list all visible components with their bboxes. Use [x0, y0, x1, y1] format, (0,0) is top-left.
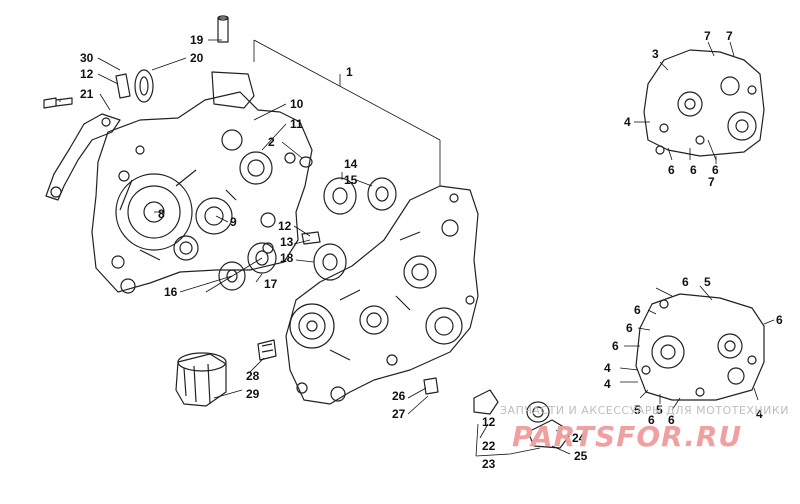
callout-12-upper-left: 12	[80, 67, 94, 81]
callout-24: 24	[572, 431, 586, 445]
dowel-pin	[217, 15, 229, 43]
callout-6-bottom-inset-5: 6	[648, 413, 655, 427]
callout-2: 2	[268, 135, 275, 149]
callout-6-bottom-inset-right: 6	[776, 313, 783, 327]
callout-19: 19	[190, 33, 204, 47]
callout-11: 11	[290, 117, 303, 131]
oil-filter	[175, 352, 227, 407]
callout-5-bottom-inset-2: 5	[656, 403, 663, 417]
inset-crankcase-bottom	[635, 293, 765, 401]
callout-18: 18	[280, 251, 294, 265]
callout-13: 13	[280, 235, 294, 249]
right-crankcase-half	[285, 185, 479, 405]
bearing-14	[323, 177, 357, 215]
watermark-tagline: ЗАПЧАСТИ И АКСЕССУАРЫ ДЛЯ МОТОТЕХНИКИ	[500, 404, 789, 417]
callout-6-bottom-inset-2: 6	[634, 303, 641, 317]
leader-lines	[59, 39, 775, 457]
bearing-17	[247, 242, 277, 274]
oil-seal	[134, 69, 154, 103]
callout-17: 17	[264, 277, 278, 291]
callout-6-top-inset-2: 6	[690, 163, 697, 177]
breather-fitting	[115, 73, 131, 99]
mounting-bracket	[45, 113, 121, 201]
locating-dowel	[299, 156, 313, 168]
callout-20: 20	[190, 51, 204, 65]
watermark-logo-text: PARTSFOR.RU	[512, 420, 743, 453]
bearing-15	[367, 177, 397, 211]
callout-7-top-inset-2: 7	[726, 29, 733, 43]
callout-5-bottom-inset-1: 5	[634, 403, 641, 417]
left-crankcase-half	[91, 71, 313, 294]
callout-29: 29	[246, 387, 260, 401]
bearing-18	[313, 243, 347, 281]
callout-4-bottom-inset-2: 4	[604, 377, 611, 391]
callout-15: 15	[344, 173, 358, 187]
inset-crankcase-top	[643, 49, 765, 157]
callout-22: 22	[482, 439, 496, 453]
callout-7-top-inset-3: 7	[708, 175, 715, 189]
callout-labels: 1 2 8 9 10 11 12 12 12 13 14 15 16 17 18…	[80, 29, 783, 471]
callout-12-lower: 12	[482, 415, 496, 429]
callout-28: 28	[246, 369, 260, 383]
callout-6-bottom-inset-3: 6	[626, 321, 633, 335]
callout-14: 14	[344, 157, 358, 171]
drain-plug	[301, 231, 321, 245]
callout-30: 30	[80, 51, 94, 65]
callout-8: 8	[158, 207, 165, 221]
callout-9: 9	[230, 215, 237, 229]
callout-4-bottom-inset-1: 4	[604, 361, 611, 375]
callout-1: 1	[346, 65, 353, 79]
callout-27: 27	[392, 407, 406, 421]
callout-4-bottom-inset-3: 4	[756, 407, 763, 421]
callout-16: 16	[164, 285, 178, 299]
callout-6-bottom-inset-6: 6	[668, 413, 675, 427]
callout-3: 3	[652, 47, 659, 61]
callout-4-top-inset: 4	[624, 115, 631, 129]
callout-12-middle: 12	[278, 219, 292, 233]
callout-21: 21	[80, 87, 94, 101]
callout-6-bottom-inset-4: 6	[612, 339, 619, 353]
screen-fitting	[423, 377, 439, 395]
bearing-16	[218, 261, 246, 291]
callout-26: 26	[392, 389, 406, 403]
callout-10: 10	[290, 97, 304, 111]
callout-25: 25	[574, 449, 588, 463]
callout-5-bottom-inset-top: 5	[704, 275, 711, 289]
oil-pump-cover	[473, 389, 573, 449]
bolt	[43, 97, 73, 109]
callout-6-top-inset-3: 6	[712, 163, 719, 177]
callout-7-top-inset-1: 7	[704, 29, 711, 43]
callout-6-top-inset-1: 6	[668, 163, 675, 177]
callout-6-bottom-inset-1: 6	[682, 275, 689, 289]
oil-filter-nipple	[257, 339, 277, 361]
callout-23: 23	[482, 457, 496, 471]
